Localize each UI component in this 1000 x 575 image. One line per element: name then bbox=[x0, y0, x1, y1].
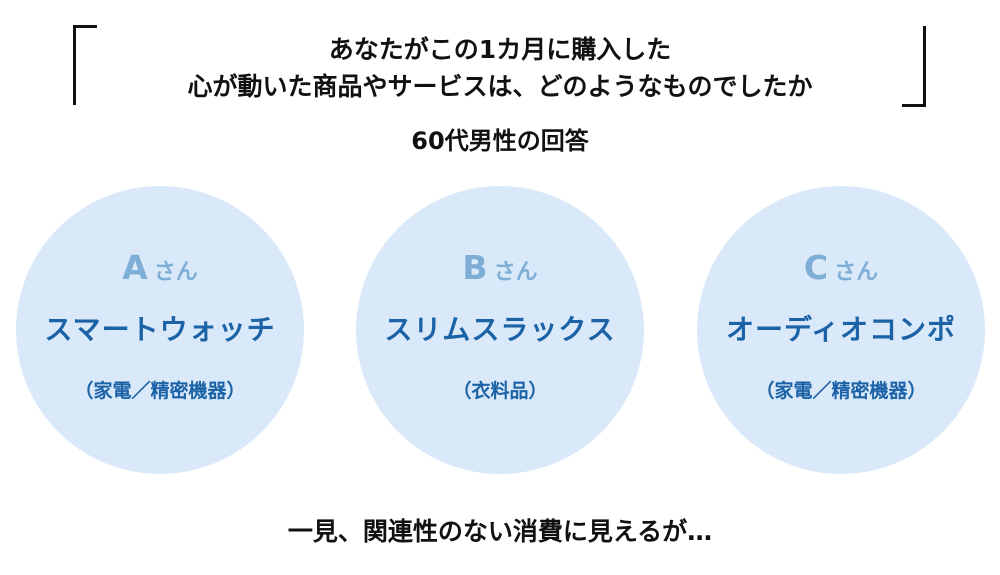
respondent-letter: B bbox=[462, 248, 488, 287]
purchased-item: スリムスラックス bbox=[384, 313, 616, 346]
purchased-item: スマートウォッチ bbox=[44, 313, 276, 346]
respondent-suffix: さん bbox=[153, 260, 198, 285]
footer-caption: 一見、関連性のない消費に見えるが… bbox=[287, 517, 713, 546]
item-category: （家電／精密機器） bbox=[74, 380, 246, 402]
subtitle: 60代男性の回答 bbox=[411, 127, 589, 155]
question-line-1: あなたがこの1カ月に購入した bbox=[328, 35, 672, 64]
respondent-letter: A bbox=[122, 248, 148, 287]
item-category: （衣料品） bbox=[452, 380, 548, 402]
right-corner-bracket bbox=[902, 26, 926, 107]
purchased-item: オーディオコンポ bbox=[725, 313, 957, 346]
question-line-2: 心が動いた商品やサービスは、どのようなものでしたか bbox=[187, 72, 813, 101]
left-corner-bracket bbox=[73, 25, 97, 105]
respondent-suffix: さん bbox=[834, 260, 879, 285]
item-category: （家電／精密機器） bbox=[755, 380, 927, 402]
respondent-suffix: さん bbox=[493, 260, 538, 285]
respondent-letter: C bbox=[803, 248, 829, 287]
